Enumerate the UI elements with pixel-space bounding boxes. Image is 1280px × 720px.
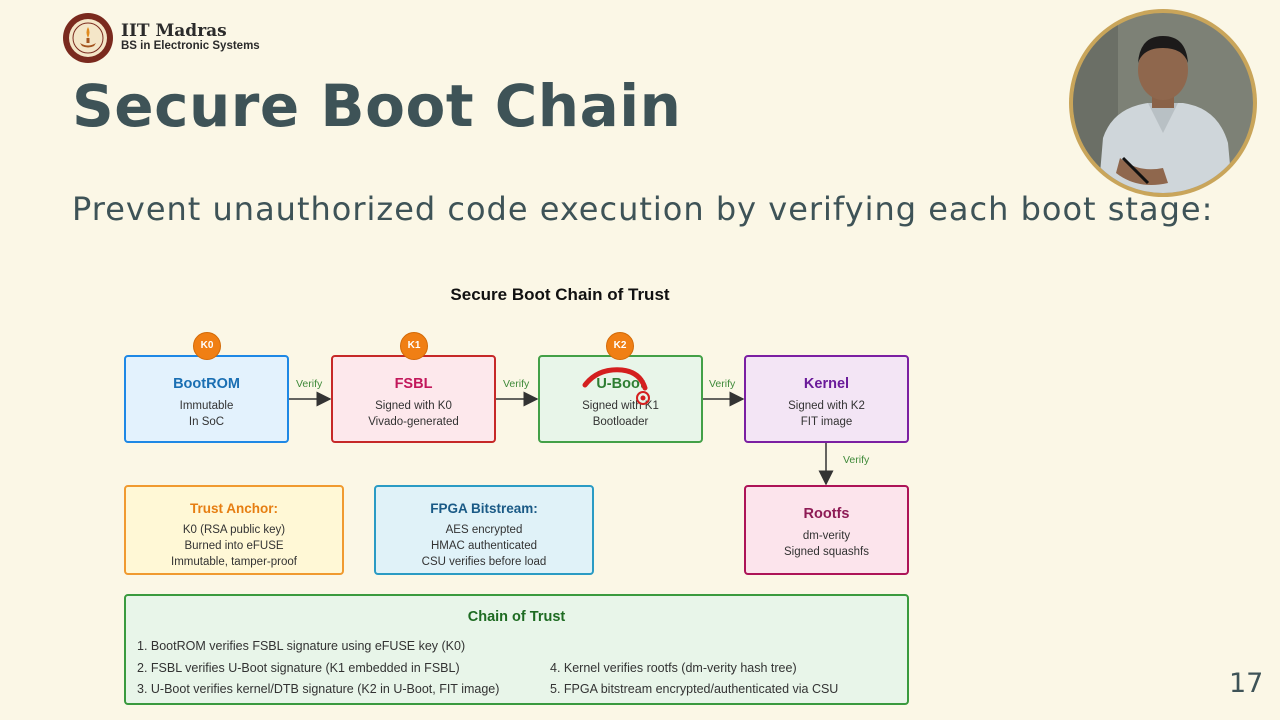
stage-bootrom: BootROM Immutable In SoC [124, 355, 289, 443]
org-subtitle: BS in Electronic Systems [121, 40, 260, 52]
key-badge-k1: K1 [400, 332, 428, 360]
stage-name: U-Boot [596, 376, 645, 392]
fpga-detail: HMAC authenticated [430, 540, 538, 552]
verify-label: Verify [843, 454, 870, 466]
chain-of-trust-box: Chain of Trust 1. BootROM verifies FSBL … [124, 594, 909, 705]
presenter-video [1069, 9, 1257, 197]
fpga-detail: AES encrypted [445, 524, 523, 536]
page-number: 17 [1229, 668, 1264, 699]
verify-label: Verify [296, 378, 323, 390]
verify-label: Verify [709, 378, 736, 390]
stage-detail: Signed with K0 [375, 400, 452, 412]
stage-detail: Signed with K1 [582, 400, 659, 412]
stage-name: Rootfs [803, 506, 850, 522]
chain-step: 1. BootROM verifies FSBL signature using… [137, 639, 466, 653]
verify-label: Verify [503, 378, 530, 390]
slide-subtitle: Prevent unauthorized code execution by v… [72, 190, 1214, 228]
diagram-title: Secure Boot Chain of Trust [450, 285, 670, 304]
trust-anchor-box: Trust Anchor: K0 (RSA public key) Burned… [124, 485, 344, 575]
chain-step: 3. U-Boot verifies kernel/DTB signature … [137, 682, 500, 696]
stage-kernel: Kernel Signed with K2 FIT image [744, 355, 909, 443]
chain-step: 2. FSBL verifies U-Boot signature (K1 em… [137, 661, 460, 675]
fpga-bitstream-box: FPGA Bitstream: AES encrypted HMAC authe… [374, 485, 594, 575]
stage-detail: dm-verity [802, 530, 851, 542]
stage-name: BootROM [173, 376, 240, 392]
slide-title: Secure Boot Chain [72, 72, 682, 140]
stage-uboot: U-Boot Signed with K1 Bootloader [538, 355, 703, 443]
org-name: IIT Madras [121, 21, 227, 41]
stage-detail: Signed squashfs [783, 546, 870, 558]
iitm-logo [63, 13, 113, 63]
chain-step: 5. FPGA bitstream encrypted/authenticate… [550, 682, 839, 696]
trust-anchor-detail: Burned into eFUSE [184, 540, 284, 552]
stage-detail: Bootloader [592, 416, 649, 428]
stage-detail: Immutable [179, 400, 234, 412]
trust-anchor-detail: Immutable, tamper-proof [171, 556, 297, 568]
stage-detail: FIT image [800, 416, 853, 428]
stage-fsbl: FSBL Signed with K0 Vivado-generated [331, 355, 496, 443]
trust-anchor-detail: K0 (RSA public key) [182, 524, 286, 536]
stage-detail: Signed with K2 [788, 400, 865, 412]
stage-detail: In SoC [188, 416, 225, 428]
fpga-heading: FPGA Bitstream: [430, 501, 538, 516]
fpga-detail: CSU verifies before load [421, 556, 547, 568]
key-badge-k0: K0 [193, 332, 221, 360]
chain-of-trust-heading: Chain of Trust [467, 609, 566, 625]
stage-name: FSBL [394, 376, 433, 392]
stage-rootfs: Rootfs dm-verity Signed squashfs [744, 485, 909, 575]
chain-step: 4. Kernel verifies rootfs (dm-verity has… [550, 661, 797, 675]
stage-name: Kernel [803, 376, 850, 392]
trust-anchor-heading: Trust Anchor: [189, 501, 278, 516]
stage-detail: Vivado-generated [368, 416, 459, 428]
key-badge-k2: K2 [606, 332, 634, 360]
